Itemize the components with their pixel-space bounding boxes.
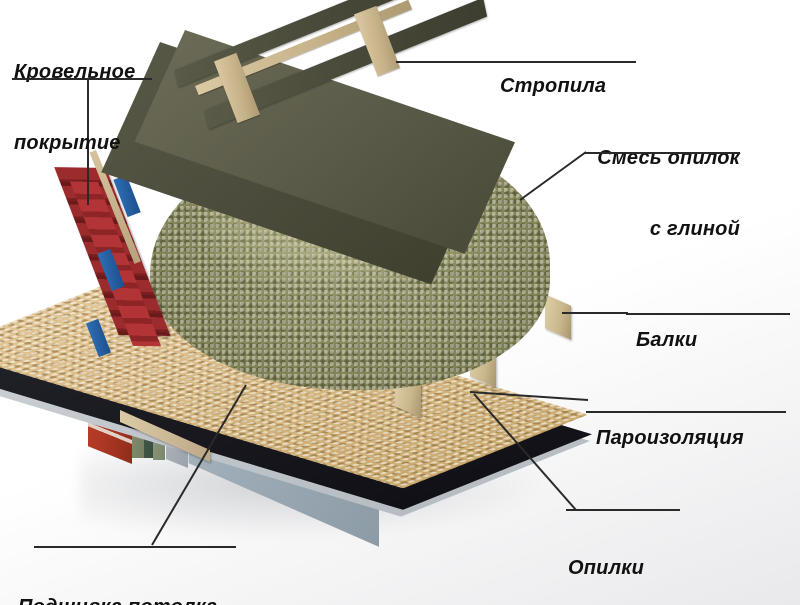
- underline-ceiling-lining: [34, 546, 236, 548]
- label-sawdust-line1: Опилки: [568, 557, 644, 580]
- leader-sawdust-clay-mix: [519, 151, 587, 201]
- underline-beams: [626, 313, 790, 315]
- leader-sawdust: [473, 393, 577, 511]
- leader-vapor-barrier: [469, 391, 589, 401]
- label-vapor-barrier-line1: Пароизоляция: [596, 427, 744, 450]
- label-sawdust-clay-mix-line2: с глиной: [649, 217, 740, 240]
- label-sawdust-clay-mix: Смесь опилок с глиной: [560, 100, 740, 289]
- underline-sawdust: [566, 509, 680, 511]
- label-roof-covering: Кровельное покрытие: [14, 14, 135, 203]
- label-rafters-line1: Стропила: [500, 75, 607, 98]
- label-roof-covering-line1: Кровельное: [14, 61, 136, 84]
- underline-roof-covering: [12, 78, 152, 80]
- underline-vapor-barrier: [586, 411, 786, 413]
- label-beams: Балки: [636, 282, 697, 400]
- label-ceiling-lining-line1: Подшивка потолка: [18, 596, 217, 605]
- label-ceiling-lining: Подшивка потолка: [18, 549, 217, 605]
- label-sawdust: Опилки: [568, 510, 644, 605]
- underline-sawdust-clay-mix: [584, 152, 740, 154]
- label-roof-covering-line2: покрытие: [14, 131, 121, 154]
- label-beams-line1: Балки: [636, 329, 698, 352]
- label-rafters: Стропила: [500, 28, 606, 146]
- leader-ceiling-lining: [151, 384, 247, 546]
- underline-rafters: [396, 61, 636, 63]
- label-sawdust-clay-mix-line1: Смесь опилок: [597, 147, 740, 170]
- label-vapor-barrier: Пароизоляция: [596, 380, 744, 498]
